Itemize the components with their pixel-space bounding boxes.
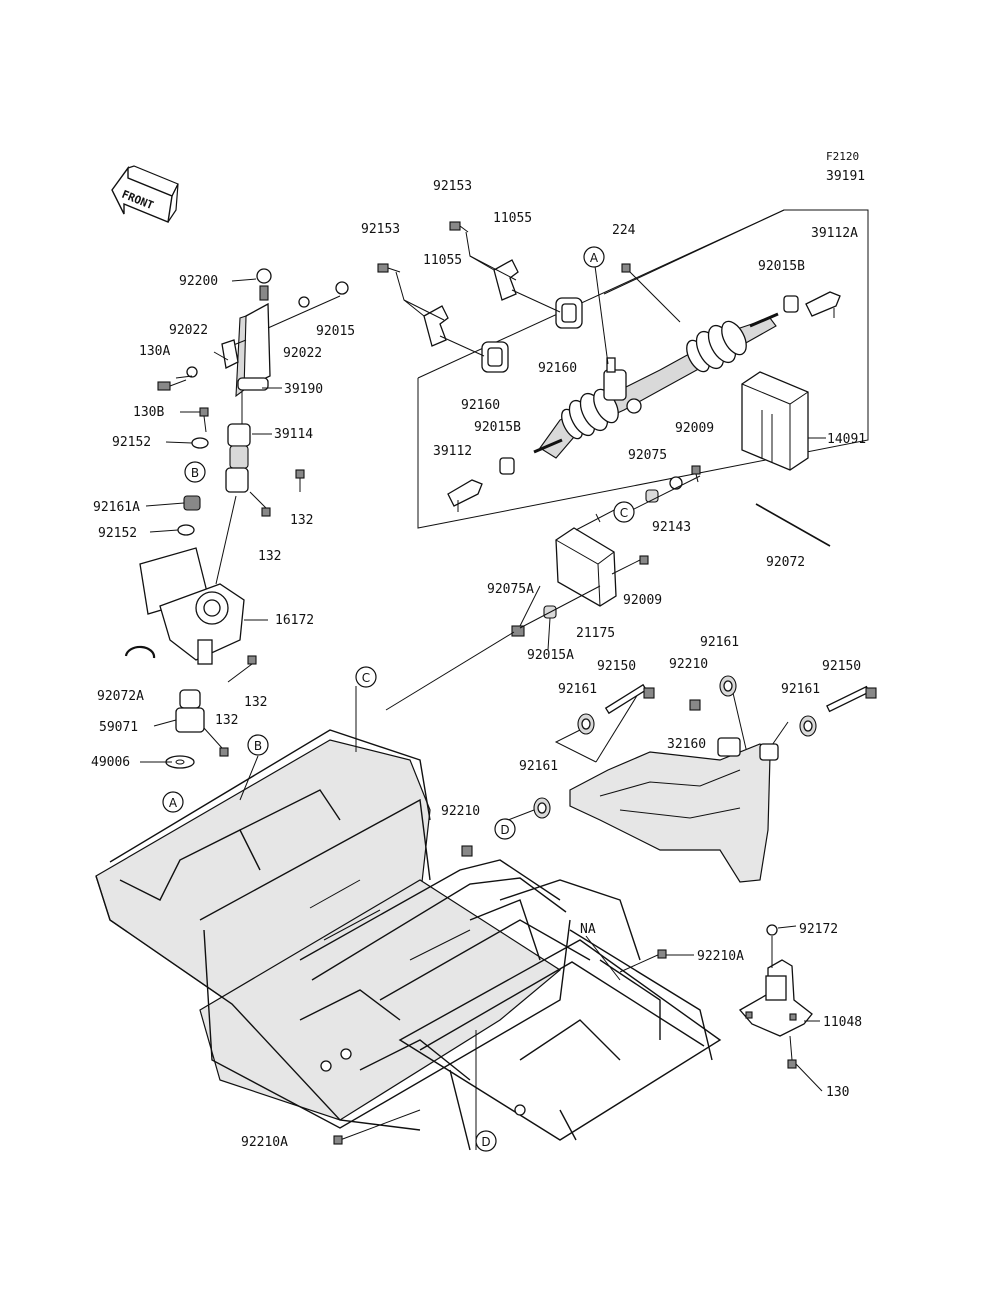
callout-B-frame: B [247,734,269,756]
part-39114: 39114 [274,427,313,442]
svg-text:D: D [500,823,509,837]
part-132-d: 132 [215,713,238,728]
ecu-21175 [555,507,619,607]
callout-A-left: A [162,791,184,813]
part-92072: 92072 [766,555,805,570]
svg-text:A: A [169,796,178,810]
svg-text:C: C [620,506,628,520]
part-92161-d: 92161 [519,759,558,774]
part-92210-a: 92210 [669,657,708,672]
part-92172: 92172 [799,922,838,937]
part-32160: 32160 [667,737,706,752]
main-frame [95,729,722,1151]
callout-A-top: A [583,246,605,268]
part-16172: 16172 [275,613,314,628]
part-92015B-right: 92015B [758,259,805,274]
part-130A: 130A [139,344,170,359]
part-11048: 11048 [823,1015,862,1030]
part-11055-b: 11055 [423,253,462,268]
part-92022-a: 92022 [169,323,208,338]
part-92210-b: 92210 [441,804,480,819]
part-NA: NA [580,922,596,937]
part-92015: 92015 [316,324,355,339]
part-39112A: 39112A [811,226,858,241]
part-92015B-left: 92015B [474,420,521,435]
part-92150-b: 92150 [822,659,861,674]
part-39190: 39190 [284,382,323,397]
part-130: 130 [826,1085,849,1100]
part-92153-a: 92153 [433,179,472,194]
part-59071: 59071 [99,720,138,735]
part-92075: 92075 [628,448,667,463]
part-92153-b: 92153 [361,222,400,237]
part-92161-b: 92161 [558,682,597,697]
part-21175: 21175 [576,626,615,641]
controller-box-14091 [741,371,826,471]
part-39191: 39191 [826,169,865,184]
part-92075A: 92075A [487,582,534,597]
svg-text:B: B [191,466,199,480]
part-92210A-right: 92210A [697,949,744,964]
part-92152-a: 92152 [112,435,151,450]
part-92009-a: 92009 [675,421,714,436]
svg-text:A: A [590,251,599,265]
steering-column-group [124,268,349,769]
part-92210A-left: 92210A [241,1135,288,1150]
svg-text:D: D [481,1135,490,1149]
part-14091: 14091 [827,432,866,447]
callout-C-right: C [613,501,635,523]
front-arrow-icon: FRONT [111,165,179,223]
steering-rack-group [377,209,869,529]
strap-92072 [755,503,831,547]
callout-B-left: B [184,461,206,483]
part-132-a: 132 [290,513,313,528]
part-92022-b: 92022 [283,346,322,361]
part-92152-b: 92152 [98,526,137,541]
part-39112: 39112 [433,444,472,459]
part-132-b: 132 [258,549,281,564]
part-92161A: 92161A [93,500,140,515]
part-92150-a: 92150 [597,659,636,674]
bracket-11048 [738,924,813,1069]
svg-text:B: B [254,739,262,753]
callout-D-right: D [494,818,516,840]
part-92015A: 92015A [527,648,574,663]
part-92143: 92143 [652,520,691,535]
svg-text:C: C [362,671,370,685]
part-49006: 49006 [91,755,130,770]
part-92161-c: 92161 [781,682,820,697]
part-224: 224 [612,223,636,238]
part-92160-b: 92160 [461,398,500,413]
part-92200: 92200 [179,274,218,289]
part-11055-a: 11055 [493,211,532,226]
callout-D-frame: D [475,1130,497,1152]
part-132-c: 132 [244,695,267,710]
part-92161-a: 92161 [700,635,739,650]
lower-arm-group [461,675,877,883]
part-92009-b: 92009 [623,593,662,608]
part-130B: 130B [133,405,164,420]
diagram-id: F2120 [826,150,859,163]
callout-C-frame: C [355,666,377,688]
part-92160-a: 92160 [538,361,577,376]
part-92072A: 92072A [97,689,144,704]
